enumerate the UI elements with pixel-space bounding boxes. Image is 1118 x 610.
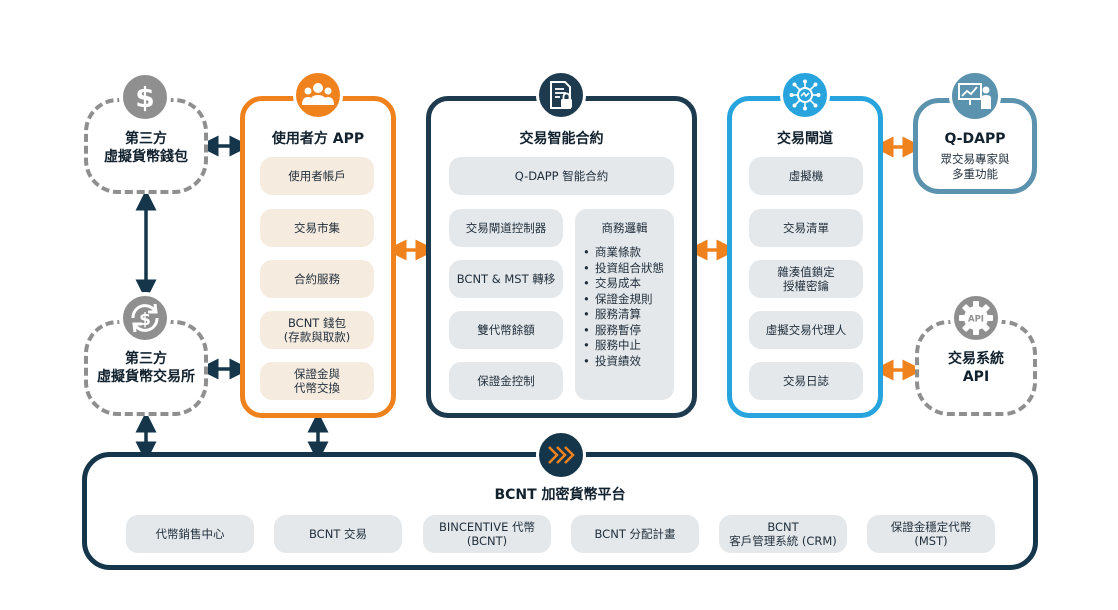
platform-item: BCNT 交易	[274, 515, 402, 553]
contract-item: 保證金控制	[449, 362, 563, 400]
business-logic-title: 商務邏輯	[601, 221, 648, 235]
contract-item: 交易閘道控制器	[449, 209, 563, 247]
user-app-item: 交易市集	[260, 209, 374, 247]
dollar-icon: $	[119, 71, 171, 123]
user-app-item: 合約服務	[260, 260, 374, 298]
api-gear-icon: API	[950, 292, 1002, 344]
svg-text:$: $	[135, 82, 154, 112]
business-logic-item: 服務中止	[583, 338, 664, 354]
smart-contract-title: 交易智能合約	[519, 131, 604, 147]
user-app-title: 使用者方 APP	[271, 131, 365, 147]
presenter-chart-icon	[949, 70, 1001, 122]
business-logic-item: 服務暫停	[583, 323, 664, 339]
business-logic-item: 保證金規則	[583, 292, 664, 308]
qdapp-subtitle: 眾交易專家與 多重功能	[940, 152, 1010, 181]
user-app-item: 保證金與 代幣交換	[260, 362, 374, 400]
business-logic-item: 投資組合狀態	[583, 261, 664, 277]
platform-item: 保證金穩定代幣 (MST)	[867, 515, 995, 553]
business-logic-item: 商業條款	[583, 245, 664, 261]
users-group-icon	[293, 70, 343, 120]
gateway-item: 雜湊值鎖定 授權密鑰	[749, 260, 863, 298]
platform-item: BCNT 分配計畫	[571, 515, 699, 553]
gateway-item: 虛擬機	[749, 157, 863, 195]
document-lock-icon	[536, 70, 586, 120]
gateway-item: 交易清單	[749, 209, 863, 247]
bcnt-platform-title: BCNT 加密貨幣平台	[494, 487, 626, 503]
business-logic-list: 商業條款 投資組合狀態 交易成本 保證金規則 服務清算 服務暫停 服務中止 投資…	[583, 245, 664, 369]
chevrons-logo-icon	[536, 430, 586, 480]
business-logic-item: 投資績效	[583, 354, 664, 370]
dollar-exchange-icon: $	[119, 292, 171, 344]
gateway-item: 虛擬交易代理人	[749, 311, 863, 349]
platform-item: 代幣銷售中心	[126, 515, 254, 553]
qdapp-title: Q-DAPP	[944, 131, 1006, 147]
svg-text:$: $	[139, 310, 151, 330]
contract-item: BCNT & MST 轉移	[449, 260, 563, 298]
user-app-item: 使用者帳戶	[260, 157, 374, 195]
user-app-item: BCNT 錢包 (存款與取款)	[260, 311, 374, 349]
business-logic-item: 交易成本	[583, 276, 664, 292]
exchange-title: 第三方 虛擬貨幣交易所	[97, 351, 195, 385]
network-hub-icon	[780, 70, 830, 120]
gateway-item: 交易日誌	[749, 362, 863, 400]
business-logic-item: 服務清算	[583, 307, 664, 323]
api-icon-label: API	[968, 315, 984, 325]
qdapp-smart-contract-item: Q-DAPP 智能合約	[449, 157, 674, 195]
contract-item: 雙代幣餘額	[449, 311, 563, 349]
platform-item: BCNT 客戶管理系統 (CRM)	[719, 515, 847, 553]
wallet-title: 第三方 虛擬貨幣錢包	[104, 131, 188, 165]
trade-gateway-title: 交易閘道	[777, 131, 833, 147]
trading-system-api-title: 交易系統 API	[948, 351, 1004, 385]
platform-item: BINCENTIVE 代幣 (BCNT)	[423, 515, 551, 553]
